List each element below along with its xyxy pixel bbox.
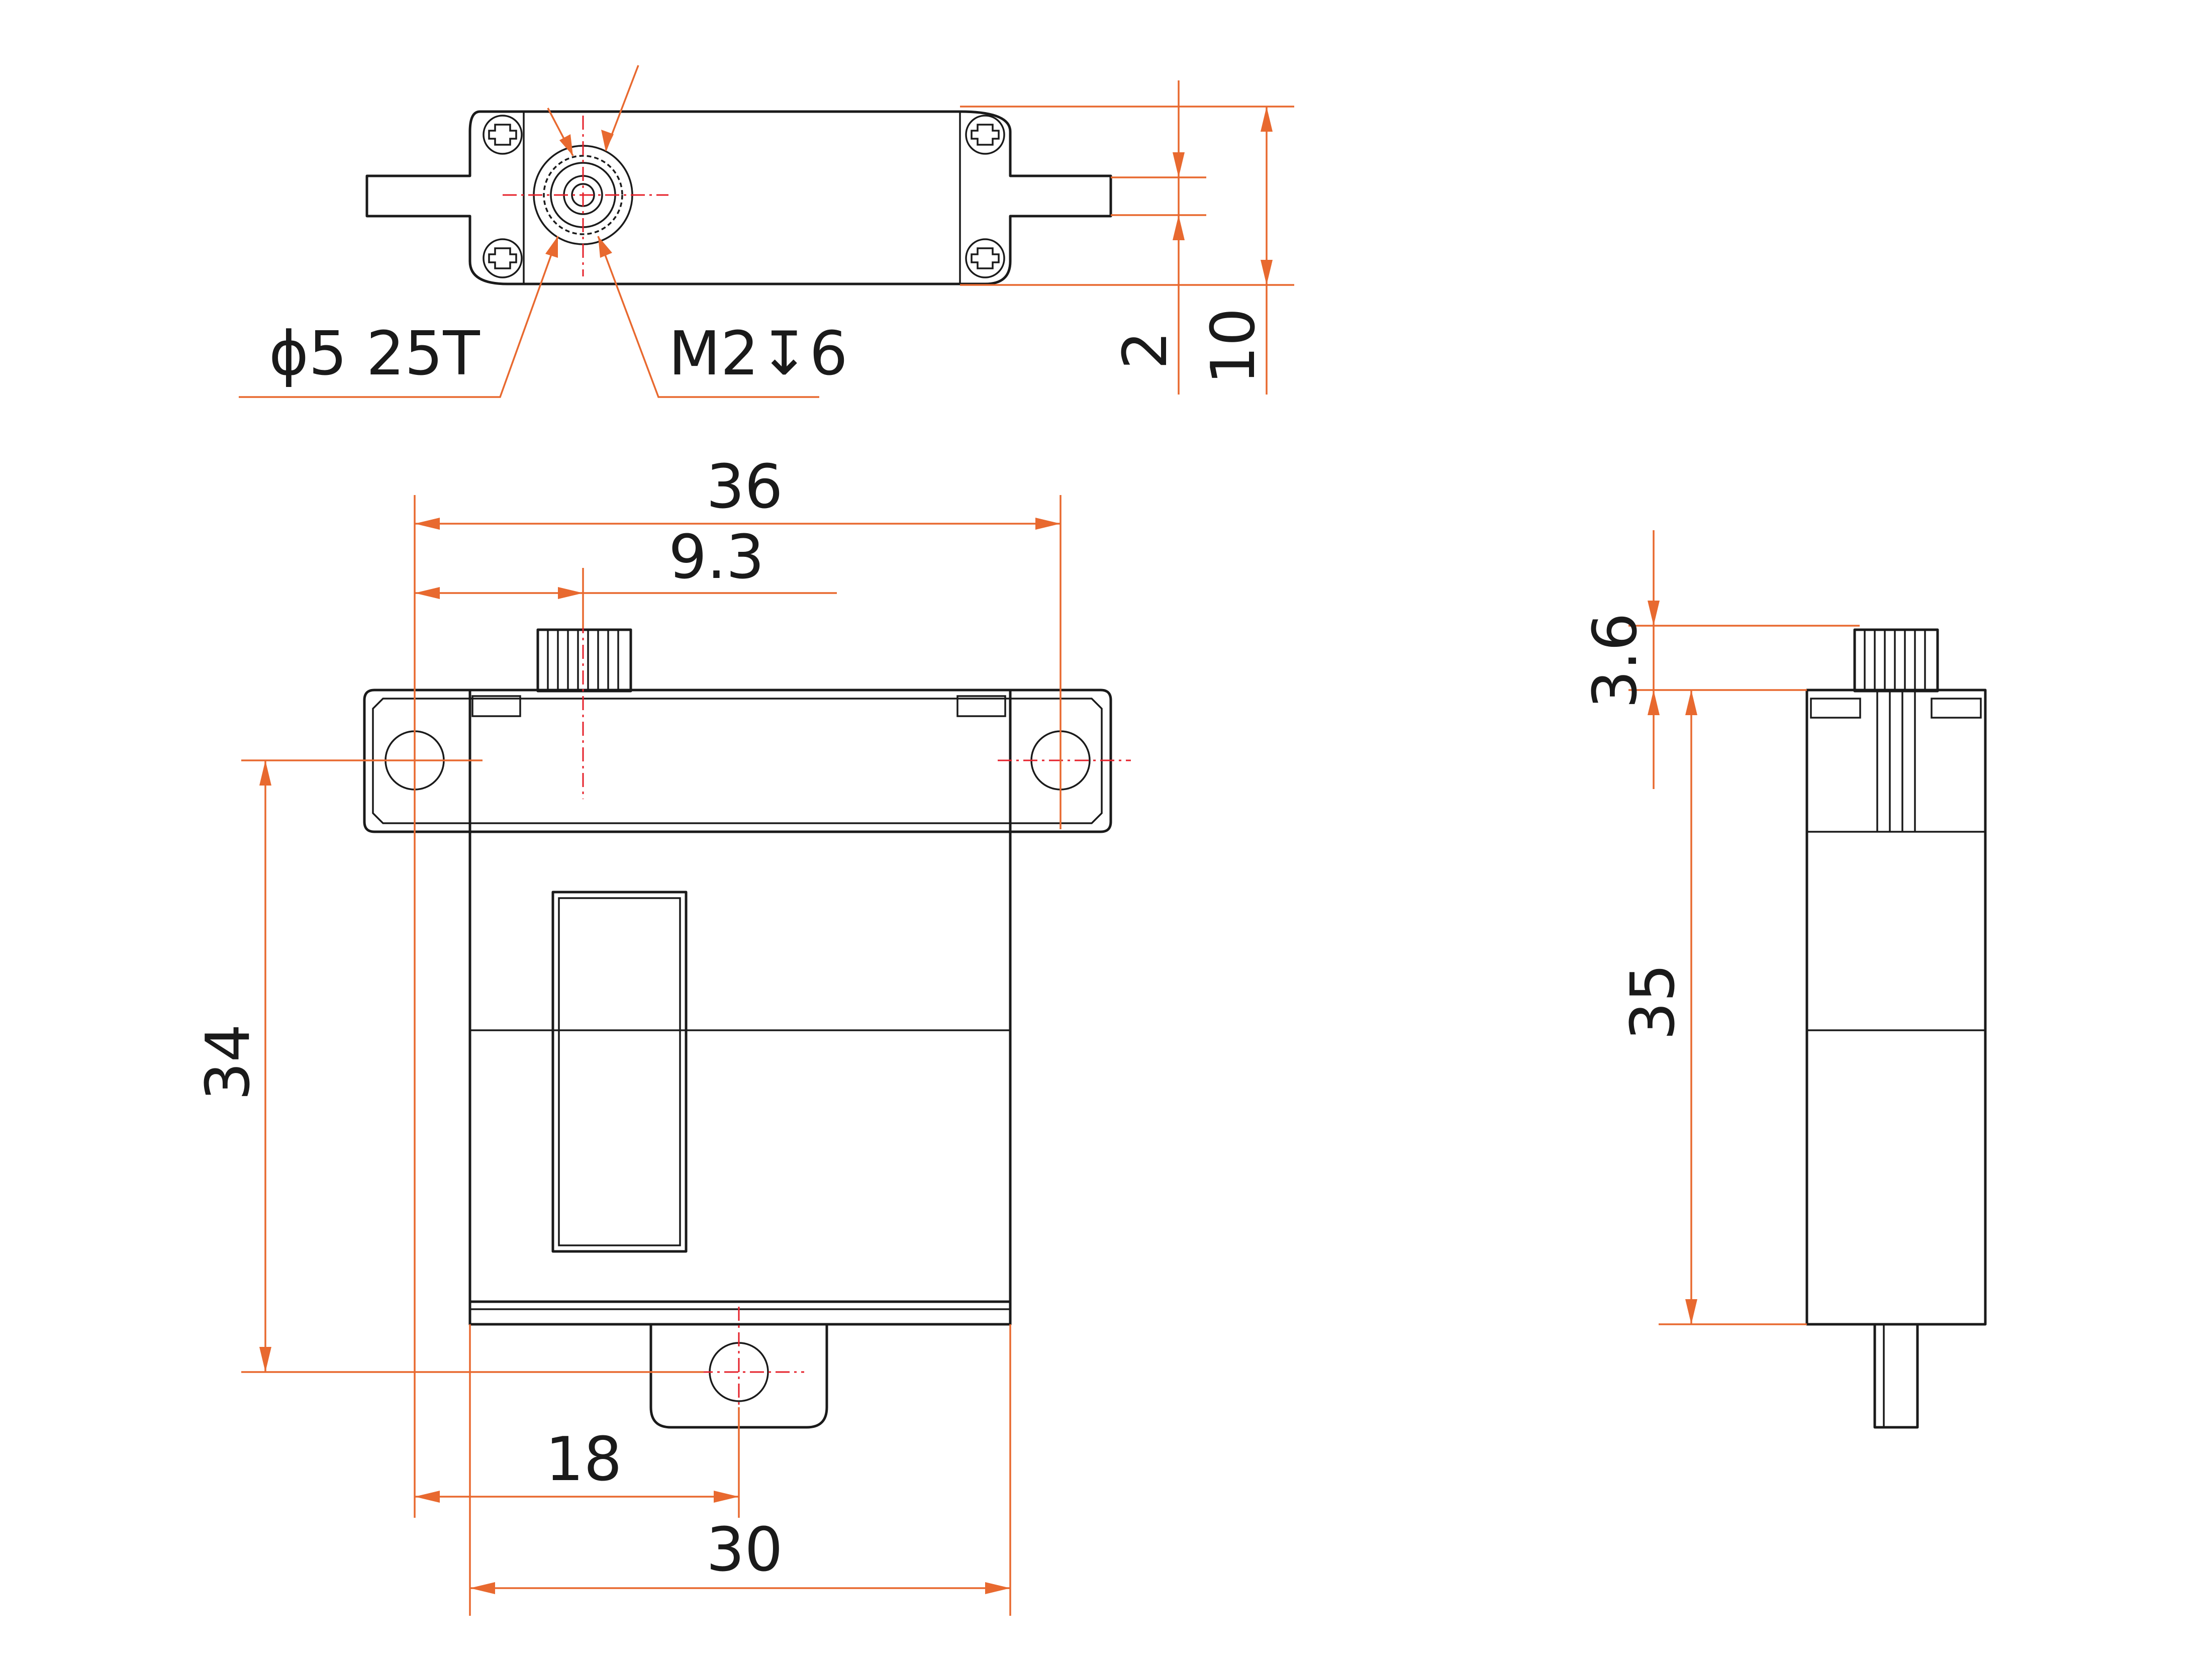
- dimension-spline-height-label: 3.6: [1581, 613, 1651, 709]
- shaft-spec-leader: [239, 65, 639, 398]
- screw-spec-leader: [597, 236, 819, 398]
- servo-case: [468, 689, 1012, 1326]
- spline-icon: [536, 628, 632, 693]
- dimension-overall-length: [415, 518, 1061, 530]
- side-case: [1805, 689, 1987, 1326]
- dimension-body-width-label: 30: [706, 1515, 783, 1585]
- side-tab: [1810, 698, 1861, 719]
- front-view: 36 9.3 34 18 30: [194, 452, 1131, 1616]
- side-tab: [1931, 698, 1982, 719]
- dimension-mount-height-label: 34: [194, 1024, 263, 1101]
- dimension-shaft-offset-label: 9.3: [668, 523, 764, 593]
- top-view-outline: [365, 110, 1112, 285]
- dimension-top-offset: [1173, 80, 1185, 395]
- spline-icon: [1853, 628, 1939, 693]
- case-bottom: [468, 1300, 1012, 1326]
- dimension-body-height: [1685, 690, 1697, 1324]
- screw-spec-label: M2↧6: [668, 319, 848, 389]
- label-window-inner: [558, 897, 681, 1246]
- screw-icon: [965, 115, 1005, 155]
- screw-icon: [483, 115, 523, 155]
- screw-icon: [483, 238, 523, 278]
- dimension-overall-length-label: 36: [706, 452, 783, 522]
- dimension-mount-height: [259, 760, 271, 1372]
- label-window: [551, 891, 688, 1253]
- dimension-shaft-offset: [415, 587, 837, 599]
- case-tab: [956, 695, 1006, 717]
- dimension-top-offset-label: 2: [1111, 331, 1181, 369]
- dimension-body-width: [470, 1582, 1010, 1594]
- mounting-flange: [363, 689, 1112, 833]
- dimension-base-offset-label: 18: [545, 1425, 622, 1495]
- dimension-top-width-label: 10: [1199, 308, 1269, 384]
- side-bottom-tab: [1873, 1323, 1919, 1429]
- dimension-base-offset: [415, 1491, 739, 1503]
- dimension-body-height-label: 35: [1618, 963, 1688, 1040]
- dimension-spline-height: [1648, 530, 1660, 789]
- side-view: 3.6 35: [1581, 530, 1987, 1429]
- dimension-top-width: [1261, 107, 1273, 395]
- shaft-spec-label: ϕ5 25T: [269, 319, 480, 389]
- top-view: ϕ5 25T M2↧6 2 10: [239, 65, 1294, 398]
- screw-icon: [965, 238, 1005, 278]
- case-tab: [471, 695, 521, 717]
- mounting-flange-inner: [372, 698, 1103, 824]
